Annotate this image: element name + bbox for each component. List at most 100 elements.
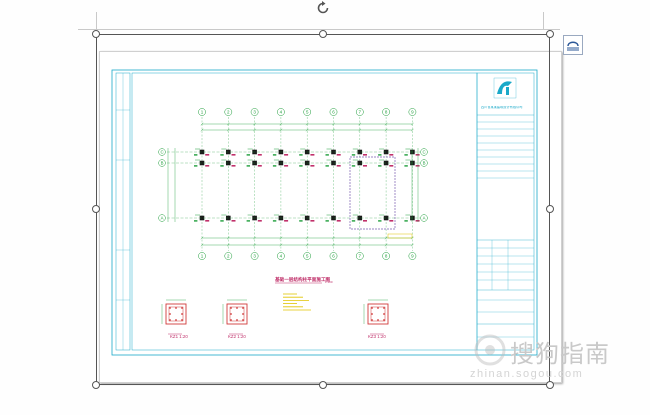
resize-handle-top-right[interactable] <box>546 30 554 38</box>
rotate-handle-icon[interactable] <box>315 0 331 16</box>
column-tag <box>415 154 420 156</box>
grid-label-top: 6 <box>332 110 335 115</box>
column-tag <box>351 220 356 222</box>
dimension-tick <box>200 122 204 126</box>
dimension-tick <box>411 122 414 126</box>
grid-label-right: B <box>423 161 426 166</box>
dimension-tick <box>226 122 230 126</box>
watermark-subtext: zhinan.sogou.com <box>470 368 584 380</box>
column-tag <box>231 165 236 167</box>
grid-bubble-top <box>224 108 233 116</box>
column-tag <box>325 220 329 222</box>
grid-label-bottom: 8 <box>385 254 388 259</box>
column <box>383 215 389 221</box>
rebar <box>383 313 385 315</box>
column-detail-section <box>165 303 187 325</box>
grid-label-bottom: 5 <box>306 254 309 259</box>
column-tag <box>310 154 315 156</box>
resize-handle-bottom[interactable] <box>319 381 327 389</box>
column <box>199 215 205 221</box>
rebar <box>371 319 373 321</box>
column-tag <box>257 165 262 167</box>
layout-options-button[interactable] <box>563 35 583 55</box>
column <box>199 160 205 166</box>
rebar <box>169 307 171 309</box>
column-detail-stirrup <box>229 306 245 322</box>
margin-guide-top <box>78 29 560 30</box>
column-tag <box>325 165 329 167</box>
column-tag <box>220 165 224 167</box>
grid-label-top: 2 <box>227 110 230 115</box>
rebar <box>236 307 238 309</box>
column <box>383 149 389 155</box>
column-tag <box>194 165 198 167</box>
dimension-tick <box>332 128 335 132</box>
dimension-tick <box>358 243 362 247</box>
column-tag <box>404 154 408 156</box>
rebar <box>175 319 177 321</box>
grid-bubble-bottom <box>277 252 285 260</box>
dimension-tick <box>279 128 283 132</box>
dimension-tick <box>411 243 414 247</box>
column-tag <box>299 165 303 167</box>
rebar <box>371 307 373 309</box>
column <box>357 149 363 155</box>
rebar <box>383 319 385 321</box>
column-tag <box>205 154 210 156</box>
column-detail-section <box>226 303 248 325</box>
column-tag <box>336 165 341 167</box>
resize-handle-left[interactable] <box>92 205 100 213</box>
column-detail-stirrup <box>370 306 386 322</box>
grid-label-left: A <box>161 216 164 221</box>
column-tag <box>272 154 277 156</box>
resize-handle-bottom-left[interactable] <box>92 381 100 389</box>
layout-options-icon <box>567 41 579 51</box>
column-tag <box>378 165 382 167</box>
rebar <box>181 313 183 315</box>
resize-handle-right[interactable] <box>546 205 554 213</box>
grid-bubble-left <box>158 159 166 167</box>
company-logo <box>493 77 517 99</box>
inserted-image[interactable] <box>99 51 562 383</box>
grid-label-left: C <box>160 150 163 155</box>
grid-label-bottom: 7 <box>359 254 362 259</box>
grid-label-top: 5 <box>306 110 309 115</box>
dimension-tick <box>200 236 204 240</box>
dimension-tick <box>332 236 335 240</box>
dimension-tick <box>226 243 230 247</box>
grid-bubble-left <box>158 148 166 156</box>
column <box>357 215 363 221</box>
resize-handle-top-left[interactable] <box>92 30 100 38</box>
column-tag <box>220 154 224 156</box>
grid-label-bottom: 6 <box>332 254 335 259</box>
dimension-tick <box>411 128 414 132</box>
dimension-tick <box>305 236 309 240</box>
dimension-tick <box>200 243 204 247</box>
column-tag <box>284 154 289 156</box>
grid-bubble-top <box>382 108 390 116</box>
dimension-tick <box>253 122 256 126</box>
column-detail-stirrup <box>168 306 184 322</box>
grid-bubble-right <box>420 148 428 156</box>
resize-handle-top[interactable] <box>319 30 327 38</box>
column-tag <box>272 220 277 222</box>
column-tag <box>351 165 356 167</box>
rebar <box>230 319 232 321</box>
grid-bubble-bottom <box>329 252 338 260</box>
grid-bubble-bottom <box>408 252 417 260</box>
column-tag <box>415 165 420 167</box>
watermark-text: 搜狗指南 <box>510 340 610 368</box>
grid-label-top: 9 <box>411 110 414 115</box>
column-tag <box>257 154 262 156</box>
rebar <box>181 319 183 321</box>
grid-bubble-bottom <box>198 252 206 260</box>
grid-bubble-top <box>303 108 312 116</box>
dimension-tick <box>279 236 283 240</box>
grid-label-top: 1 <box>201 110 204 115</box>
resize-handle-bottom-right[interactable] <box>546 381 554 389</box>
grid-bubble-top <box>277 108 285 116</box>
column-tag <box>231 154 236 156</box>
plan-scale: 1:100 <box>325 280 333 284</box>
dimension-tick <box>226 128 230 132</box>
